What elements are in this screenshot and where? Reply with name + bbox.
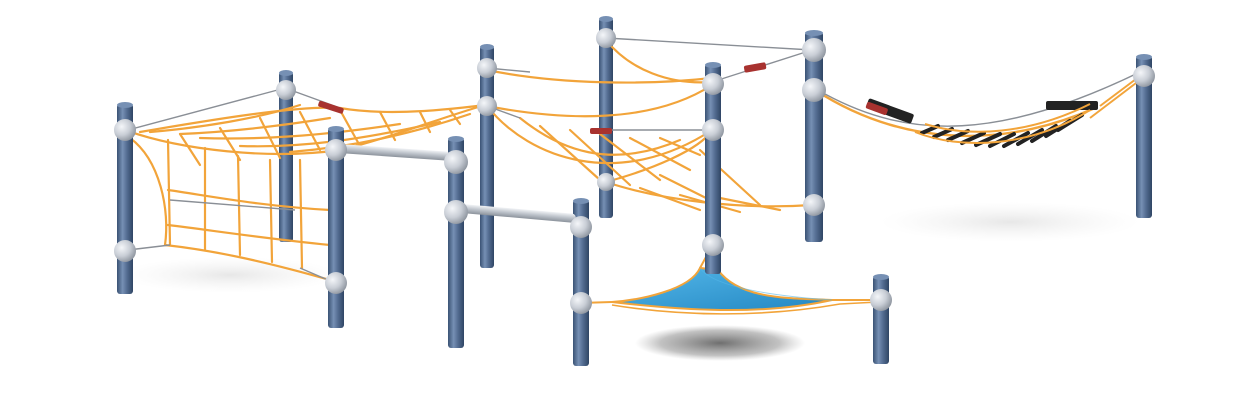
post-b4 <box>1136 56 1152 218</box>
bar-upper <box>342 144 450 161</box>
clamp <box>1133 65 1155 87</box>
post-b3 <box>599 18 613 218</box>
clamp <box>477 96 497 116</box>
turnbuckle-top <box>743 62 767 73</box>
ground-shadows <box>120 202 1140 361</box>
clamps <box>114 28 1155 314</box>
clamp <box>596 28 616 48</box>
clamp <box>477 58 497 78</box>
clamp <box>803 194 825 216</box>
turnbuckle-net <box>318 100 344 114</box>
climbing-net-left <box>123 103 487 282</box>
sail-hammock <box>579 245 879 315</box>
climbing-net-middle <box>485 38 814 214</box>
clamp <box>570 292 592 314</box>
turnbuckle-middle <box>590 128 612 134</box>
post-f3 <box>448 138 464 348</box>
post-f6 <box>573 200 589 366</box>
sail-shadow <box>635 325 805 361</box>
rope-bridge <box>814 71 1141 148</box>
bar-lower <box>462 204 576 223</box>
clamp <box>702 119 724 141</box>
clamp <box>570 216 592 238</box>
clamp <box>325 272 347 294</box>
clamp <box>444 200 468 224</box>
clamp <box>870 289 892 311</box>
clamp <box>114 119 136 141</box>
clamp <box>325 139 347 161</box>
clamp <box>444 150 468 174</box>
clamp <box>597 173 615 191</box>
bridge-end-plank <box>1046 101 1098 110</box>
metal-bars <box>342 144 576 223</box>
post-b2 <box>480 46 494 268</box>
clamp <box>702 73 724 95</box>
net-wires <box>127 87 341 284</box>
front-posts <box>117 30 889 366</box>
clamp <box>802 38 826 62</box>
bridge-shadow <box>880 202 1140 242</box>
post-f4 <box>705 64 721 274</box>
clamp <box>702 234 724 256</box>
clamp <box>802 78 826 102</box>
clamp <box>276 80 296 100</box>
post-b1 <box>279 72 293 242</box>
net-shadow <box>120 257 340 293</box>
clamp <box>114 240 136 262</box>
middle-wires <box>486 37 813 131</box>
